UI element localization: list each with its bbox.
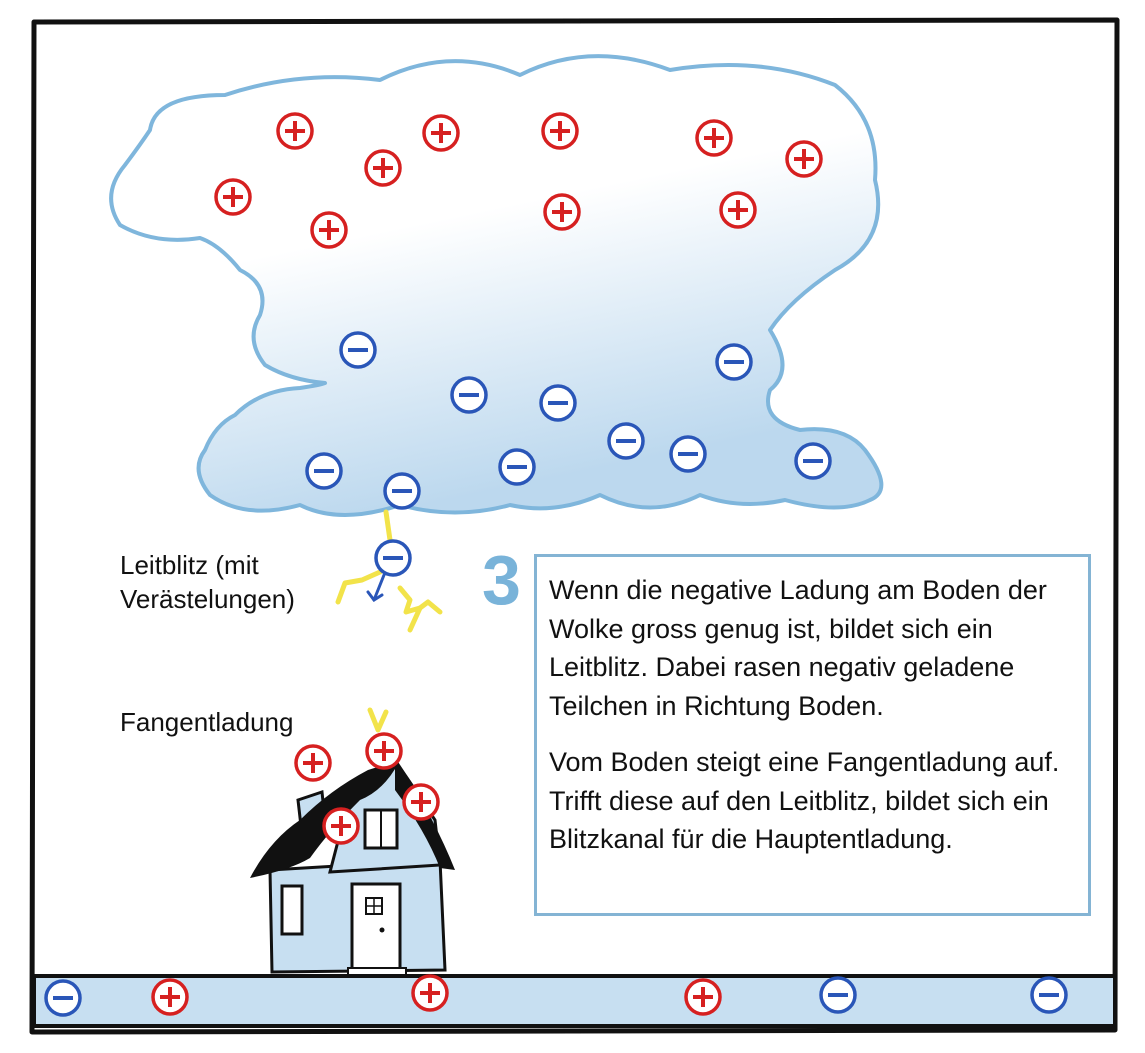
cloud-negative-charge bbox=[669, 435, 707, 473]
cloud-positive-charge bbox=[719, 191, 757, 229]
leader-lightning bbox=[335, 509, 443, 633]
cloud-positive-charge bbox=[310, 211, 348, 249]
step-number: 3 bbox=[482, 541, 521, 619]
cloud-negative-charge bbox=[715, 343, 753, 381]
cloud-positive-charge bbox=[214, 178, 252, 216]
cloud-positive-charge bbox=[543, 193, 581, 231]
leader-direction-arrow bbox=[366, 573, 386, 603]
leader-label: Leitblitz (mit Verästelungen) bbox=[120, 550, 295, 614]
cloud-negative-charge bbox=[498, 448, 536, 486]
cloud-positive-charge bbox=[785, 140, 823, 178]
house-positive-charge bbox=[365, 732, 403, 770]
upward-streamer bbox=[367, 707, 389, 733]
ground bbox=[32, 974, 1117, 1028]
cloud-negative-charge bbox=[794, 442, 832, 480]
leader-negative-charge bbox=[374, 539, 412, 577]
ground-positive-charge bbox=[684, 978, 722, 1016]
cloud-negative-charge bbox=[383, 472, 421, 510]
ground-positive-charge bbox=[151, 978, 189, 1016]
thundercloud bbox=[109, 54, 884, 517]
info-paragraph-2: Vom Boden steigt eine Fangentladung auf.… bbox=[549, 747, 1060, 854]
house-positive-charge bbox=[294, 744, 332, 782]
house-positive-charge bbox=[322, 807, 360, 845]
cloud-positive-charge bbox=[422, 114, 460, 152]
cloud-negative-charge bbox=[450, 376, 488, 414]
frame-border bbox=[29, 17, 1120, 1035]
cloud-negative-charge bbox=[305, 452, 343, 490]
ground-positive-charge bbox=[411, 974, 449, 1012]
upward-discharge-label: Fangentladung bbox=[120, 707, 294, 737]
cloud-negative-charge bbox=[607, 422, 645, 460]
cloud-positive-charge bbox=[276, 112, 314, 150]
house-positive-charge bbox=[402, 783, 440, 821]
cloud-positive-charge bbox=[695, 119, 733, 157]
cloud-positive-charge bbox=[364, 149, 402, 187]
info-paragraph-1: Wenn die negative Ladung am Boden der Wo… bbox=[549, 575, 1047, 721]
info-box: Wenn die negative Ladung am Boden der Wo… bbox=[534, 554, 1091, 916]
ground-negative-charge bbox=[44, 979, 82, 1017]
ground-negative-charge bbox=[1030, 976, 1068, 1014]
cloud-positive-charge bbox=[541, 112, 579, 150]
cloud-negative-charge bbox=[539, 384, 577, 422]
cloud-negative-charge bbox=[339, 331, 377, 369]
ground-negative-charge bbox=[819, 976, 857, 1014]
